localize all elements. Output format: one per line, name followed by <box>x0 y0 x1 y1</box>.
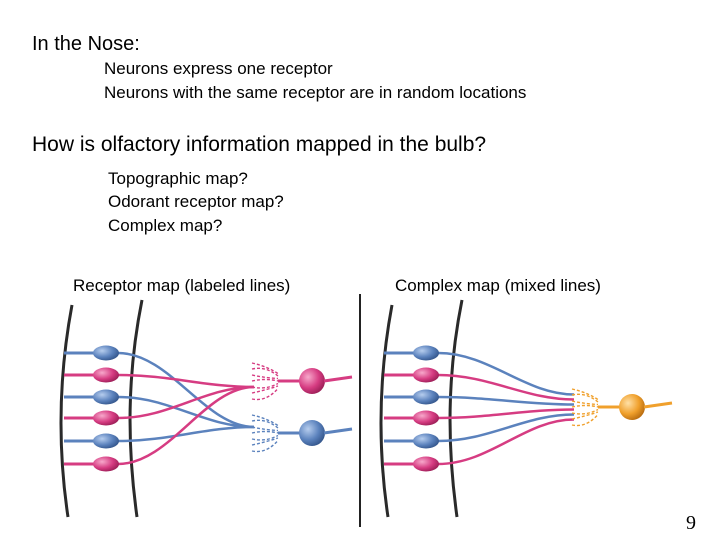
question-heading: How is olfactory information mapped in t… <box>32 133 487 156</box>
glomerulus-fiber <box>251 419 279 429</box>
glomerulus-fiber <box>251 430 279 434</box>
glomerulus-fiber <box>251 414 279 427</box>
receptor-axon <box>117 385 255 420</box>
blue-receptor-neuron <box>413 389 439 405</box>
receptor-axon <box>437 373 575 401</box>
right-epithelium-inner-boundary <box>448 299 464 518</box>
nose-point-2: Neurons with the same receptor are in ra… <box>104 83 527 102</box>
receptor-map-panel <box>64 345 353 472</box>
left-epithelium-inner-boundary <box>128 299 144 518</box>
receptor-axon <box>117 351 255 429</box>
pink-receptor-neuron <box>93 410 119 426</box>
glomerulus-fiber <box>251 437 279 446</box>
pink-receptor-neuron <box>413 367 439 383</box>
glomerulus-fiber <box>571 404 599 408</box>
option-topographic: Topographic map? <box>108 169 248 188</box>
option-odorant: Odorant receptor map? <box>108 192 284 211</box>
pink-receptor-neuron <box>413 456 439 472</box>
receptor-axon <box>117 425 255 443</box>
receptor-axon <box>437 395 575 406</box>
right-diagram-caption: Complex map (mixed lines) <box>395 276 601 295</box>
glomerulus-fiber <box>251 378 279 382</box>
glomerulus-fiber <box>251 362 279 375</box>
pink-receptor-neuron <box>93 456 119 472</box>
receptor-axon <box>117 385 255 466</box>
blue-receptor-neuron <box>413 345 439 361</box>
pink-receptor-neuron <box>93 367 119 383</box>
glomerulus-fiber <box>571 408 599 415</box>
mitral-axon <box>643 401 673 409</box>
blue-receptor-neuron <box>93 389 119 405</box>
receptor-axon <box>437 413 575 443</box>
nose-point-1: Neurons express one receptor <box>104 59 333 78</box>
mitral-axon <box>323 375 353 383</box>
blue-mitral-cell <box>299 420 325 446</box>
receptor-axon <box>437 408 575 420</box>
blue-receptor-neuron <box>93 433 119 449</box>
receptor-axon <box>117 373 255 389</box>
glomerulus-fiber <box>251 388 279 401</box>
glomerulus-fiber <box>251 440 279 453</box>
pink-receptor-neuron <box>413 410 439 426</box>
glomerulus-fiber <box>571 400 599 406</box>
glomerulus-fiber <box>571 411 599 420</box>
left-diagram-caption: Receptor map (labeled lines) <box>73 276 291 295</box>
glomerulus-fiber <box>251 385 279 394</box>
receptor-axon <box>117 395 255 429</box>
left-epithelium-outer-boundary <box>59 304 74 518</box>
orange-mitral-cell <box>619 394 645 420</box>
glomerulus-fiber <box>251 367 279 377</box>
blue-receptor-neuron <box>93 345 119 361</box>
glomerulus-fiber <box>571 393 599 403</box>
receptor-axon <box>437 351 575 396</box>
option-complex: Complex map? <box>108 216 223 235</box>
pink-mitral-cell <box>299 368 325 394</box>
page-number: 9 <box>686 512 696 534</box>
complex-map-panel <box>384 345 673 472</box>
glomerulus-fiber <box>571 414 599 427</box>
nose-heading: In the Nose: <box>32 33 140 55</box>
receptor-axon <box>437 418 575 466</box>
blue-receptor-neuron <box>413 433 439 449</box>
glomerulus-fiber <box>251 382 279 389</box>
glomerulus-fiber <box>251 426 279 432</box>
glomerulus-fiber <box>571 388 599 401</box>
mitral-axon <box>323 427 353 435</box>
glomerulus-fiber <box>251 434 279 441</box>
glomerulus-fiber <box>251 374 279 380</box>
right-epithelium-outer-boundary <box>379 304 394 518</box>
